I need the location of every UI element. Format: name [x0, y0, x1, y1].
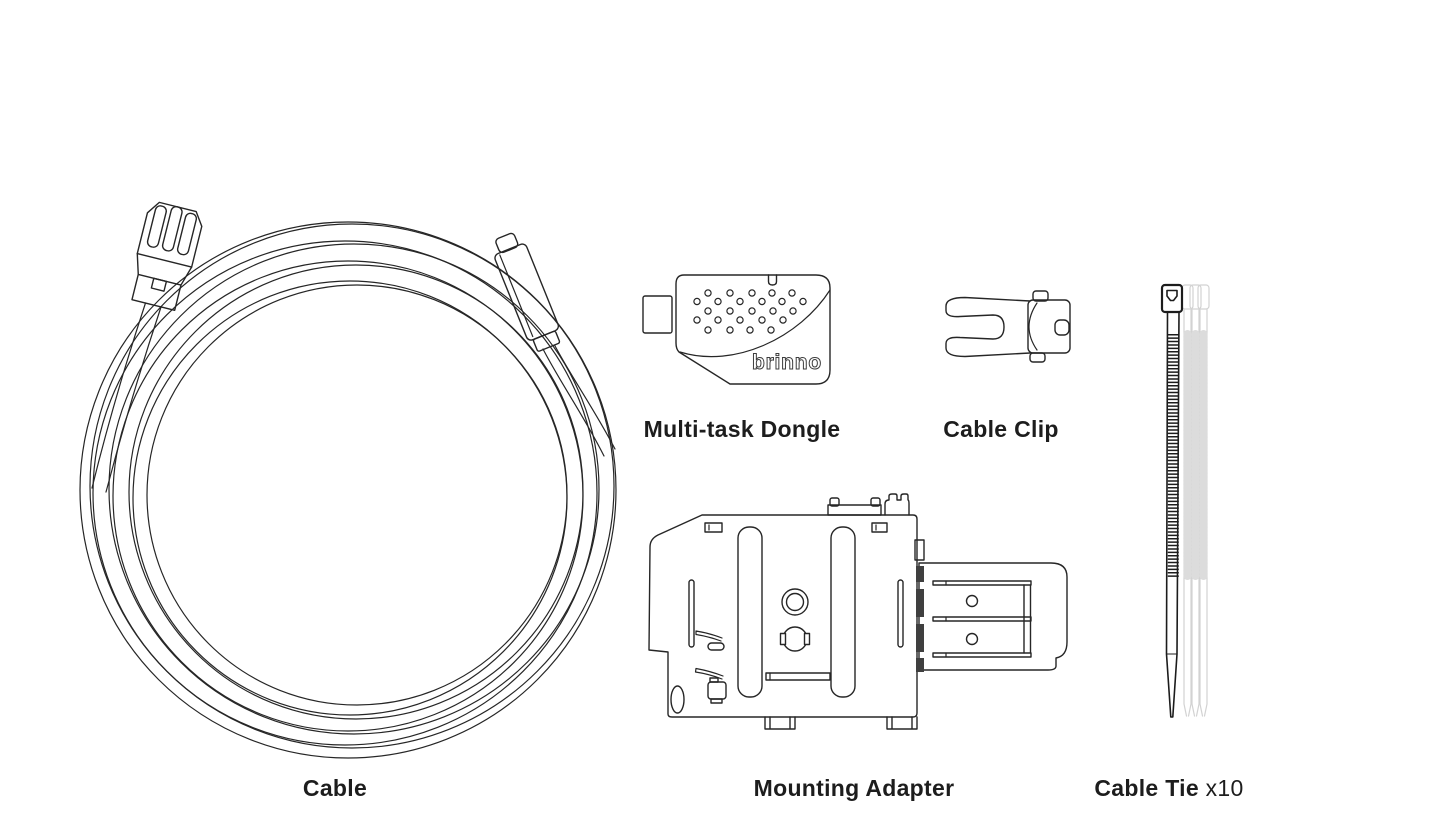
tie-label: Cable Tie x10	[1019, 775, 1319, 801]
clip-fork	[946, 298, 1030, 357]
tie-ghosts	[1182, 285, 1209, 716]
dongle-top-notch	[769, 275, 777, 285]
clip-latch	[1055, 320, 1069, 335]
cable-usbc-connector	[488, 230, 564, 354]
cable-power-connector	[126, 200, 205, 312]
brinno-logo: brinno	[752, 351, 822, 374]
adapter-foot-right	[887, 717, 917, 729]
adapter-foot-left	[765, 717, 795, 729]
dongle-label: Multi-task Dongle	[643, 416, 841, 442]
adapter-figure	[643, 482, 1083, 742]
tie-tip	[1167, 654, 1178, 717]
adapter-label: Mounting Adapter	[753, 775, 955, 801]
adapter-body	[649, 515, 917, 717]
cable-label: Cable	[302, 775, 368, 801]
clip-illustration	[933, 287, 1078, 377]
dongle-illustration: brinno	[640, 272, 840, 392]
adapter-illustration	[643, 482, 1083, 742]
clip-label: Cable Clip	[943, 416, 1059, 442]
dongle-figure: brinno	[640, 272, 840, 392]
tie-head-pawl	[1167, 291, 1177, 301]
dongle-usb-plug	[643, 296, 672, 333]
adapter-keyed-hole	[783, 627, 807, 651]
cable-figure	[68, 190, 638, 790]
dongle-dot-grid	[694, 290, 806, 333]
clip-figure	[933, 287, 1078, 377]
tie-label-name: Cable Tie	[1094, 775, 1199, 801]
tie-figure	[1140, 276, 1220, 746]
adapter-ring-hole	[782, 589, 808, 615]
adapter-arm	[919, 563, 1067, 670]
cable-illustration	[68, 190, 638, 790]
tie-label-qty: x10	[1205, 775, 1244, 801]
tie-illustration	[1140, 276, 1220, 746]
tie-main	[1162, 285, 1182, 717]
clip-body	[1028, 300, 1070, 353]
